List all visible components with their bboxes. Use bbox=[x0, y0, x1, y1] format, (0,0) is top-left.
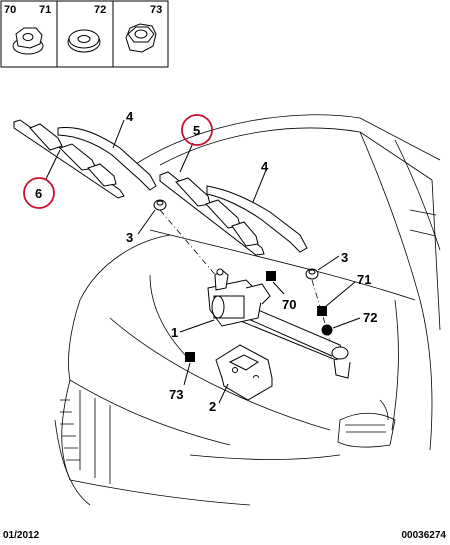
callout-2: 2 bbox=[209, 399, 216, 414]
table-qty-71: 71 bbox=[39, 4, 51, 16]
ref-square-70 bbox=[266, 271, 276, 281]
wiper-arm-right bbox=[206, 185, 308, 253]
mounting-bracket bbox=[215, 344, 273, 401]
callout-3-right: 3 bbox=[341, 250, 348, 265]
wiper-blade-left bbox=[13, 119, 125, 199]
highlight-circle-6 bbox=[23, 177, 55, 209]
wiper-arm-left bbox=[57, 126, 157, 191]
callout-70: 70 bbox=[282, 297, 296, 312]
wiper-motor-linkage bbox=[207, 268, 351, 379]
callout-71: 71 bbox=[357, 272, 371, 287]
callout-72: 72 bbox=[363, 310, 377, 325]
spindle-nut-right bbox=[305, 268, 319, 280]
callout-5: 5 bbox=[193, 123, 200, 138]
hex-nut-icon bbox=[125, 23, 157, 53]
parts-table bbox=[0, 0, 169, 68]
callout-1: 1 bbox=[171, 325, 178, 340]
callout-6: 6 bbox=[35, 186, 42, 201]
spindle-nut-left bbox=[153, 199, 167, 211]
callout-3-left: 3 bbox=[126, 230, 133, 245]
footer-code: 00036274 bbox=[401, 530, 447, 541]
callout-73: 73 bbox=[169, 387, 183, 402]
table-ref-70: 70 bbox=[4, 4, 16, 16]
ref-dot-72 bbox=[321, 324, 333, 336]
leader-lines bbox=[45, 119, 361, 404]
footer-date: 01/2012 bbox=[3, 530, 40, 541]
callout-4-right: 4 bbox=[261, 159, 269, 174]
flange-nut-icon bbox=[12, 27, 44, 55]
car-body-outline bbox=[54, 114, 441, 506]
table-ref-73: 73 bbox=[150, 4, 162, 16]
callout-4-left: 4 bbox=[126, 109, 134, 124]
wiper-blade-right bbox=[159, 171, 265, 256]
table-ref-72: 72 bbox=[94, 4, 106, 16]
washer-icon bbox=[67, 29, 101, 53]
ref-square-73 bbox=[185, 352, 195, 362]
highlight-circle-5 bbox=[181, 114, 213, 146]
ref-square-71 bbox=[317, 306, 327, 316]
